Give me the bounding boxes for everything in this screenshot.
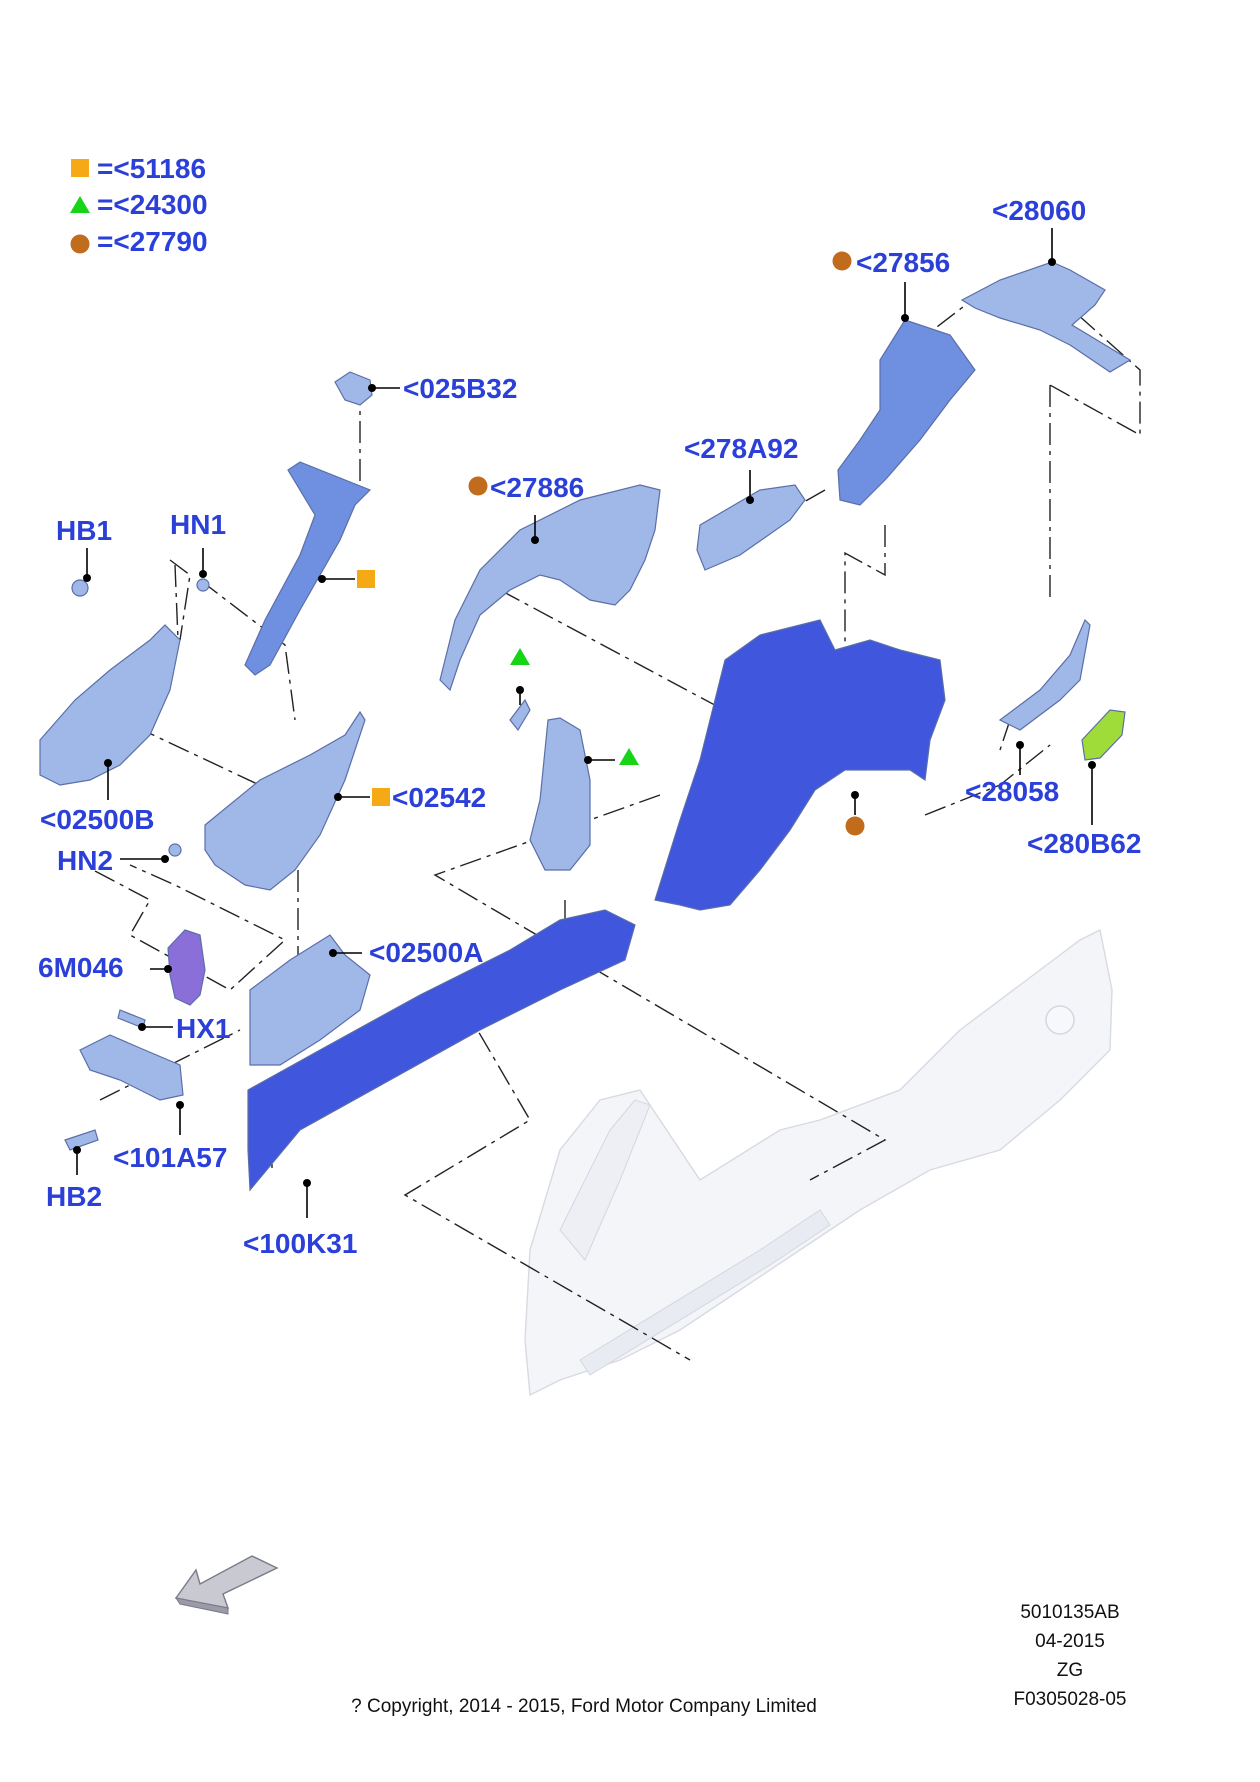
marker-square-02542 xyxy=(372,788,390,806)
part-labels: <28060 <27856 <025B32 <278A92 <27886 HB1… xyxy=(38,195,1141,1259)
quarter-panel-sill xyxy=(579,1209,831,1376)
leader-lines xyxy=(73,228,1096,1218)
part-101A57 xyxy=(79,1034,184,1101)
quarter-panel-pillar xyxy=(559,1099,651,1261)
part-280B62 xyxy=(1081,709,1126,761)
label-28058: <28058 xyxy=(965,776,1059,807)
label-100K31: <100K31 xyxy=(243,1228,357,1259)
footer-figure: F0305028-05 xyxy=(1013,1689,1126,1710)
part-28058 xyxy=(998,618,1091,731)
footer-ref: 5010135AB xyxy=(1020,1602,1119,1623)
label-28060: <28060 xyxy=(992,195,1086,226)
part-278A92 xyxy=(696,484,806,571)
legend-text-circle: =<27790 xyxy=(97,226,208,257)
label-02542: <02542 xyxy=(392,782,486,813)
part-6M046 xyxy=(167,929,206,1006)
legend-square-icon xyxy=(71,159,89,177)
label-HB2: HB2 xyxy=(46,1181,102,1212)
label-HN1: HN1 xyxy=(170,509,226,540)
part-27886 xyxy=(439,484,661,692)
label-6M046: 6M046 xyxy=(38,952,124,983)
part-100K31 xyxy=(247,909,636,1192)
part-02542 xyxy=(204,710,366,891)
label-HX1: HX1 xyxy=(176,1013,230,1044)
legend: =<51186 =<24300 =<27790 xyxy=(70,153,208,257)
part-02500A xyxy=(249,934,371,1066)
part-02500B xyxy=(39,624,181,786)
marker-triangle-top xyxy=(510,648,530,665)
label-025B32: <025B32 xyxy=(403,373,517,404)
marker-square-51186 xyxy=(357,570,375,588)
part-28060 xyxy=(960,261,1132,373)
part-24300-strip xyxy=(509,698,531,732)
label-02500A: <02500A xyxy=(369,937,483,968)
marker-triangle-right xyxy=(619,748,639,765)
label-101A57: <101A57 xyxy=(113,1142,227,1173)
legend-text-triangle: =<24300 xyxy=(97,189,208,220)
label-27856: <27856 xyxy=(856,247,950,278)
part-HB2-bolt xyxy=(64,1129,99,1151)
part-51186-rail xyxy=(244,461,372,676)
marker-circle-wheelhouse xyxy=(845,816,865,836)
quarter-panel-fuel-door xyxy=(1045,1005,1075,1035)
part-HN1-nut xyxy=(196,578,210,592)
quarter-panel-ghost xyxy=(524,928,1113,1397)
label-HB1: HB1 xyxy=(56,515,112,546)
part-025B32 xyxy=(334,371,373,406)
label-27886: <27886 xyxy=(490,472,584,503)
legend-text-square: =<51186 xyxy=(97,153,206,184)
footer-date: 04-2015 xyxy=(1035,1631,1105,1652)
label-02500B: <02500B xyxy=(40,804,154,835)
footer-copyright: ? Copyright, 2014 - 2015, Ford Motor Com… xyxy=(351,1696,817,1717)
label-278A92: <278A92 xyxy=(684,433,798,464)
footer: 5010135AB 04-2015 ZG F0305028-05 ? Copyr… xyxy=(351,1602,1126,1717)
legend-circle-icon xyxy=(70,234,90,254)
front-direction-arrow-icon xyxy=(174,1555,279,1615)
marker-circle-27856 xyxy=(832,251,852,271)
label-HN2: HN2 xyxy=(57,845,113,876)
footer-code: ZG xyxy=(1057,1660,1083,1681)
part-HN2-nut xyxy=(168,843,182,857)
part-24300-pillar xyxy=(529,717,591,871)
part-27790-wheelhouse xyxy=(654,619,946,911)
inline-markers xyxy=(357,251,865,836)
legend-triangle-icon xyxy=(70,196,90,213)
label-280B62: <280B62 xyxy=(1027,828,1141,859)
part-HB1-bolt xyxy=(71,579,89,597)
marker-circle-27886 xyxy=(468,476,488,496)
part-27856 xyxy=(837,319,976,506)
